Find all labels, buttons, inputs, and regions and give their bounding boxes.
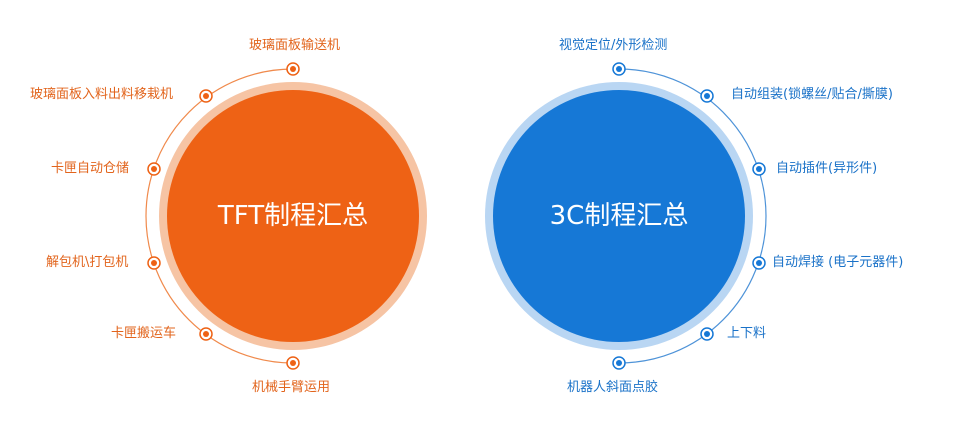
c3-item-5-label: 上下料	[727, 326, 767, 341]
tft-node-6	[286, 356, 300, 370]
tft-node-4	[147, 256, 161, 270]
tft-item-6-label: 机械手臂运用	[252, 380, 331, 395]
c3-item-4-label: 自动焊接 (电子元器件)	[772, 255, 904, 270]
c3-item-2-label: 自动组装(锁螺丝/贴合/撕膜)	[731, 87, 893, 102]
tft-arc	[145, 68, 294, 364]
tft-item-5-label: 卡匣搬运车	[111, 326, 177, 341]
c3-node-1	[612, 62, 626, 76]
tft-item-4-label: 解包机\打包机	[46, 255, 129, 270]
tft-title: TFT制程汇总	[217, 201, 369, 231]
c3-arc	[618, 68, 767, 364]
c3-group	[485, 62, 767, 370]
c3-item-1-label: 视觉定位/外形检测	[559, 38, 668, 53]
c3-node-5	[700, 327, 714, 341]
c3-node-4	[752, 256, 766, 270]
tft-item-1-label: 玻璃面板输送机	[249, 38, 341, 53]
tft-node-3	[147, 162, 161, 176]
tft-item-2-label: 玻璃面板入料出料移栽机	[30, 87, 174, 102]
c3-title: 3C制程汇总	[549, 201, 689, 231]
tft-core	[167, 90, 419, 342]
tft-group	[145, 62, 427, 370]
c3-node-3	[752, 162, 766, 176]
tft-node-2	[199, 89, 213, 103]
tft-node-5	[199, 327, 213, 341]
c3-core	[493, 90, 745, 342]
c3-item-3-label: 自动插件(异形件)	[776, 161, 878, 176]
tft-item-3-label: 卡匣自动仓储	[51, 161, 130, 176]
c3-node-2	[700, 89, 714, 103]
c3-item-6-label: 机器人斜面点胶	[567, 380, 659, 395]
tft-node-1	[286, 62, 300, 76]
c3-node-6	[612, 356, 626, 370]
